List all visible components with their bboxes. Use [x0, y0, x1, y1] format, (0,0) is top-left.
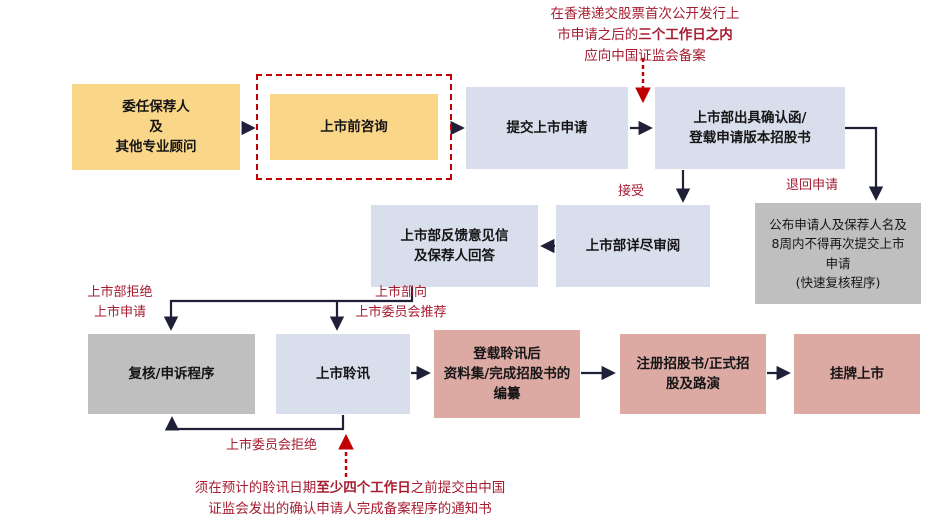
node-confirmation-letter: 上市部出具确认函/ 登载申请版本招股书 [655, 87, 845, 169]
node-submit-application: 提交上市申请 [466, 87, 628, 169]
node-register-prospectus: 注册招股书/正式招 股及路演 [620, 334, 766, 414]
edge-label-dept-recommend: 上市部向 上市委员会推荐 [355, 285, 447, 321]
note-text: 之前提交由中国 [410, 480, 506, 496]
node-feedback-letter: 上市部反馈意见信 及保荐人回答 [371, 205, 538, 287]
pre-consult-dashed-frame [256, 74, 452, 180]
arrow-feedback-to-appeal [163, 287, 414, 331]
node-review-appeal: 复核/申诉程序 [88, 334, 255, 414]
edge-label-return-application: 退回申请 [786, 178, 839, 193]
note-text: 市申请之后的 [557, 26, 639, 43]
csrc-filing-note-bottom: 须在预计的聆讯日期至少四个工作日之前提交由中国 证监会发出的确认申请人完成备案程… [150, 478, 550, 520]
note-line: 应向中国证监会备案 [475, 46, 815, 67]
node-listing-hearing: 上市聆讯 [276, 334, 410, 414]
node-post-hearing-pack: 登载聆讯后 资料集/完成招股书的 编纂 [434, 330, 580, 418]
node-listing: 挂牌上市 [794, 334, 920, 414]
note-line: 在香港递交股票首次公开发行上 [475, 4, 815, 25]
node-publish-names: 公布申请人及保荐人名及 8周内不得再次提交上市 申请 (快速复核程序) [755, 203, 921, 304]
note-text: 证监会发出的确认申请人完成备案程序的通知书 [208, 500, 492, 517]
arrow-hearing-to-appeal [164, 415, 345, 431]
edge-label-dept-reject: 上市部拒绝 上市申请 [87, 285, 153, 321]
note-line: 须在预计的聆讯日期至少四个工作日之前提交由中国 [150, 478, 550, 499]
node-detailed-review: 上市部详尽审阅 [556, 205, 710, 287]
note-text-bold: 至少四个工作日 [316, 480, 411, 496]
note-text: 应向中国证监会备案 [584, 47, 706, 64]
note-line: 市申请之后的三个工作日之内 [475, 25, 815, 46]
edge-label-accept: 接受 [618, 184, 645, 199]
note-text: 须在预计的聆讯日期 [194, 480, 317, 496]
note-text-bold: 三个工作日之内 [638, 26, 733, 43]
note-line: 证监会发出的确认申请人完成备案程序的通知书 [150, 499, 550, 520]
arrow-confirmation-to-publish [845, 126, 884, 201]
edge-label-committee-reject: 上市委员会拒绝 [226, 438, 318, 453]
csrc-filing-note-top: 在香港递交股票首次公开发行上 市申请之后的三个工作日之内 应向中国证监会备案 [475, 4, 815, 67]
node-appoint-sponsor: 委任保荐人 及 其他专业顾问 [72, 84, 240, 170]
note-text: 在香港递交股票首次公开发行上 [550, 6, 740, 22]
node-pre-listing-consult: 上市前咨询 [270, 94, 438, 160]
